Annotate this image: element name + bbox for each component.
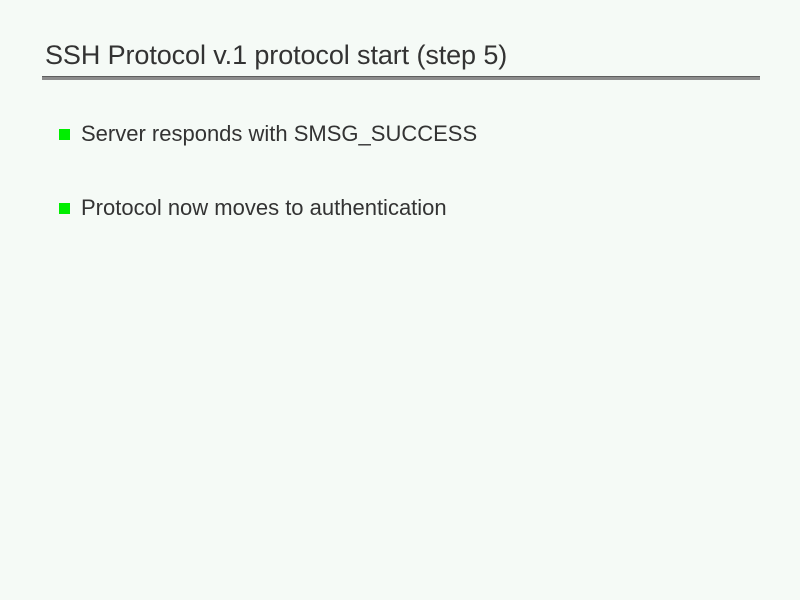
list-item: Server responds with SMSG_SUCCESS bbox=[0, 120, 800, 148]
list-item-label: Server responds with SMSG_SUCCESS bbox=[81, 121, 478, 146]
green-square-bullet-icon bbox=[59, 129, 70, 140]
title-divider bbox=[42, 76, 760, 80]
green-square-bullet-icon bbox=[59, 203, 70, 214]
list-item: Protocol now moves to authentication bbox=[0, 194, 800, 222]
bullet-list: Server responds with SMSG_SUCCESS Protoc… bbox=[0, 120, 800, 268]
page-title: SSH Protocol v.1 protocol start (step 5) bbox=[45, 40, 508, 70]
list-item-label: Protocol now moves to authentication bbox=[81, 195, 447, 220]
